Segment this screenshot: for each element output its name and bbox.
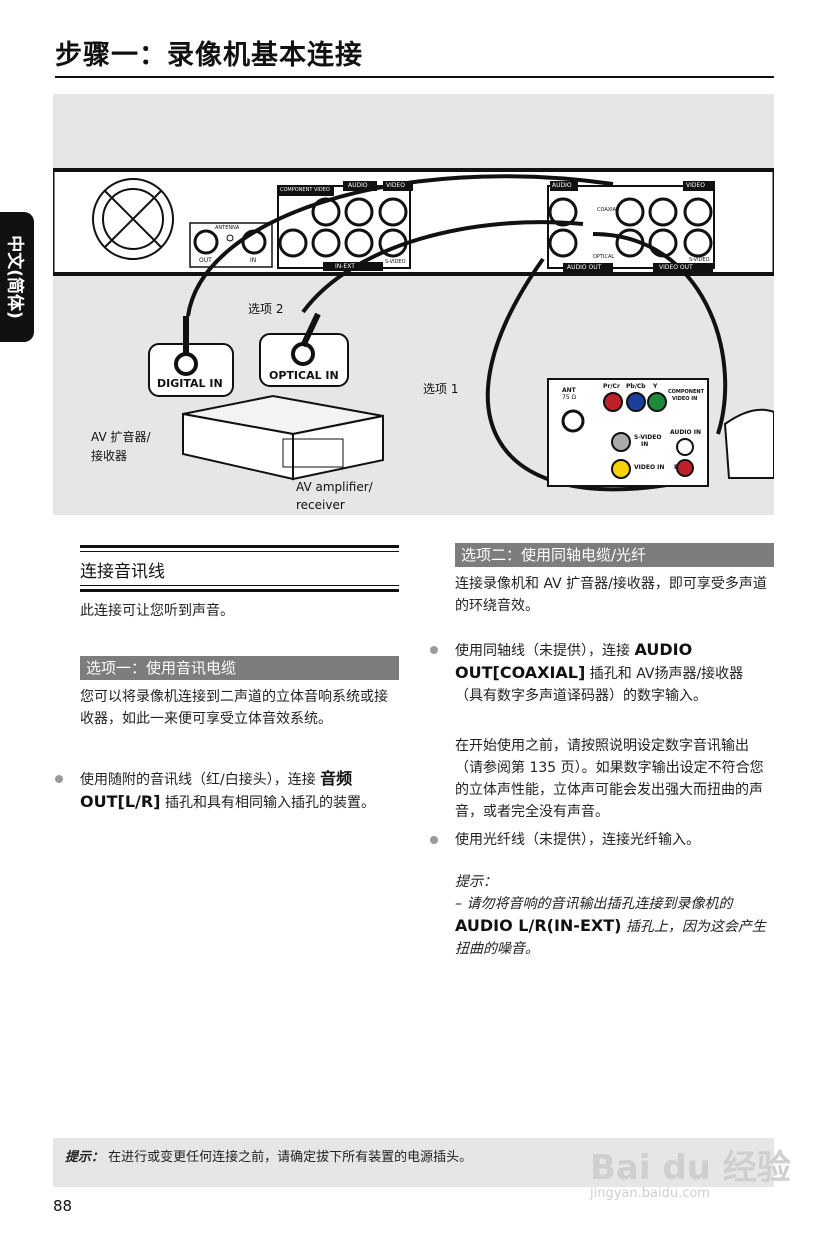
- video-out-label: VIDEO OUT: [659, 264, 693, 271]
- option1-text: 您可以将录像机连接到二声道的立体音响系统或接收器，如此一来便可享受立体音效系统。: [80, 689, 388, 727]
- coaxial-bullet-post: 插孔和 AV扬声器/接收器（具有数字多声道译码器）的数字输入。: [455, 666, 744, 704]
- tv-audio-in-label: AUDIO IN: [670, 429, 701, 436]
- s-video-label: S-VIDEO: [385, 259, 406, 265]
- diagram-drawing: [53, 168, 774, 492]
- footer-tip-text: 在进行或变更任何连接之前，请确定拔下所有装置的电源插头。: [108, 1150, 473, 1165]
- coaxial-bullet-pre: 使用同轴线（未提供），连接: [455, 643, 630, 659]
- s-video-out-label: S-VIDEO: [689, 257, 710, 263]
- option1-bullet: 使用随附的音讯线（红/白接头），连接 音频 OUT[L/R] 插孔和具有相同输入…: [80, 768, 396, 814]
- audio-label: AUDIO: [348, 182, 368, 189]
- bullet-dot: [430, 646, 438, 654]
- optical-label: OPTICAL: [593, 254, 615, 260]
- optical-bullet: 使用光纤线（未提供），连接光纤输入。: [455, 832, 700, 848]
- watermark-url: jingyan.baidu.com: [590, 1186, 710, 1201]
- watermark-logo: Bai du 经验: [590, 1148, 791, 1188]
- tv-component-label: COMPONENT: [668, 389, 705, 395]
- tip-post: 插孔上，因为这会产生扭曲的噪音。: [455, 919, 766, 957]
- page-number: 88: [53, 1197, 73, 1215]
- amplifier-cn-line2: 接收器: [91, 449, 128, 463]
- right-intro: 连接录像机和 AV 扩音器/接收器，即可享受多声道的环绕音效。: [455, 576, 767, 614]
- optical-in-label: OPTICAL IN: [269, 369, 339, 382]
- tv-svideo-in-label: IN: [641, 441, 649, 448]
- audio-out-label: AUDIO OUT: [567, 264, 602, 271]
- language-tab: 中文(简体): [0, 212, 34, 342]
- option1-bar: 选项一：使用音讯电缆: [80, 656, 399, 680]
- amplifier-en-line2: receiver: [296, 498, 345, 512]
- option2-bar: 选项二：使用同轴电缆/光纤: [455, 543, 774, 567]
- in-ext-label: IN-EXT: [335, 263, 355, 270]
- tv-r-label: R: [674, 464, 679, 471]
- option1-bullet-pre: 使用随附的音讯线（红/白接头），连接: [80, 772, 316, 788]
- section-title: 连接音讯线: [80, 562, 165, 582]
- digital-in-label: DIGITAL IN: [157, 377, 223, 390]
- footer-tip: 提示： 在进行或变更任何连接之前，请确定拔下所有装置的电源插头。: [65, 1146, 472, 1165]
- audio-out-header: AUDIO: [552, 182, 572, 189]
- av-amplifier: [182, 394, 384, 481]
- bullet-dot: [55, 775, 63, 783]
- tv-y-label: Y: [653, 383, 658, 390]
- tv-pr-label: Pr/Cr: [603, 383, 620, 390]
- video-out-header: VIDEO: [686, 182, 706, 189]
- digital-output-note: 在开始使用之前，请按照说明设定数字音讯输出（请参阅第 135 页）。如果数字输出…: [455, 738, 764, 820]
- coaxial-label: COAXIAL: [597, 207, 619, 213]
- coaxial-bullet-bold: AUDIO OUT[COAXIAL]: [455, 640, 693, 682]
- tip-title: 提示：: [455, 874, 497, 890]
- left-intro: 此连接可让您听到声音。: [80, 603, 234, 619]
- footer-tip-label: 提示：: [65, 1150, 105, 1165]
- footer-tip-box: 提示： 在进行或变更任何连接之前，请确定拔下所有装置的电源插头。: [53, 1138, 774, 1187]
- fan-grille: [92, 178, 174, 260]
- video-label: VIDEO: [386, 182, 406, 189]
- section-rule-top-thin: [80, 551, 399, 552]
- connection-diagram: 选项 2 选项 1 DIGITAL IN OPTICAL IN AV 扩音器/ …: [53, 94, 774, 515]
- antenna-out-label: OUT: [199, 257, 212, 264]
- title-rule: [55, 76, 774, 78]
- bullet-dot: [430, 836, 438, 844]
- cables: [186, 174, 728, 492]
- page-title: 步骤一：录像机基本连接: [55, 40, 363, 71]
- component-video-label: COMPONENT VIDEO: [280, 187, 330, 193]
- option1-bullet-bold: 音频 OUT[L/R]: [80, 769, 353, 811]
- tip-pre: – 请勿将音响的音讯输出插孔连接到录像机的: [455, 896, 733, 912]
- section-rule-bottom: [80, 589, 399, 592]
- tv-pb-label: Pb/Cb: [626, 383, 646, 390]
- tv-ant-ohm-label: 75 Ω: [562, 394, 577, 401]
- option1-bullet-post: 插孔和具有相同输入插孔的装置。: [164, 795, 375, 811]
- coaxial-bullet: 使用同轴线（未提供），连接 AUDIO OUT[COAXIAL] 插孔和 AV扬…: [455, 639, 771, 707]
- option2-label: 选项 2: [248, 302, 284, 316]
- antenna-label: ANTENNA: [215, 225, 240, 231]
- amplifier-en-line1: AV amplifier/: [296, 480, 373, 494]
- option1-label: 选项 1: [423, 382, 459, 396]
- antenna-in-label: IN: [250, 257, 257, 264]
- section-rule-top: [80, 545, 399, 548]
- section-rule-bottom-thin: [80, 585, 399, 586]
- tip-text: – 请勿将音响的音讯输出插孔连接到录像机的 AUDIO L/R(IN-EXT) …: [455, 893, 771, 960]
- tip-bold: AUDIO L/R(IN-EXT): [455, 916, 622, 935]
- amplifier-cn-line1: AV 扩音器/: [91, 430, 151, 444]
- tv-ant-label: ANT: [562, 387, 576, 394]
- tv-l-label: L: [676, 443, 679, 449]
- language-tab-label: 中文(简体): [4, 235, 25, 319]
- tv-svideo-label: S-VIDEO: [634, 434, 662, 441]
- tv-video-in-label: VIDEO IN: [634, 464, 665, 471]
- tv-component-in-label: VIDEO IN: [672, 396, 698, 402]
